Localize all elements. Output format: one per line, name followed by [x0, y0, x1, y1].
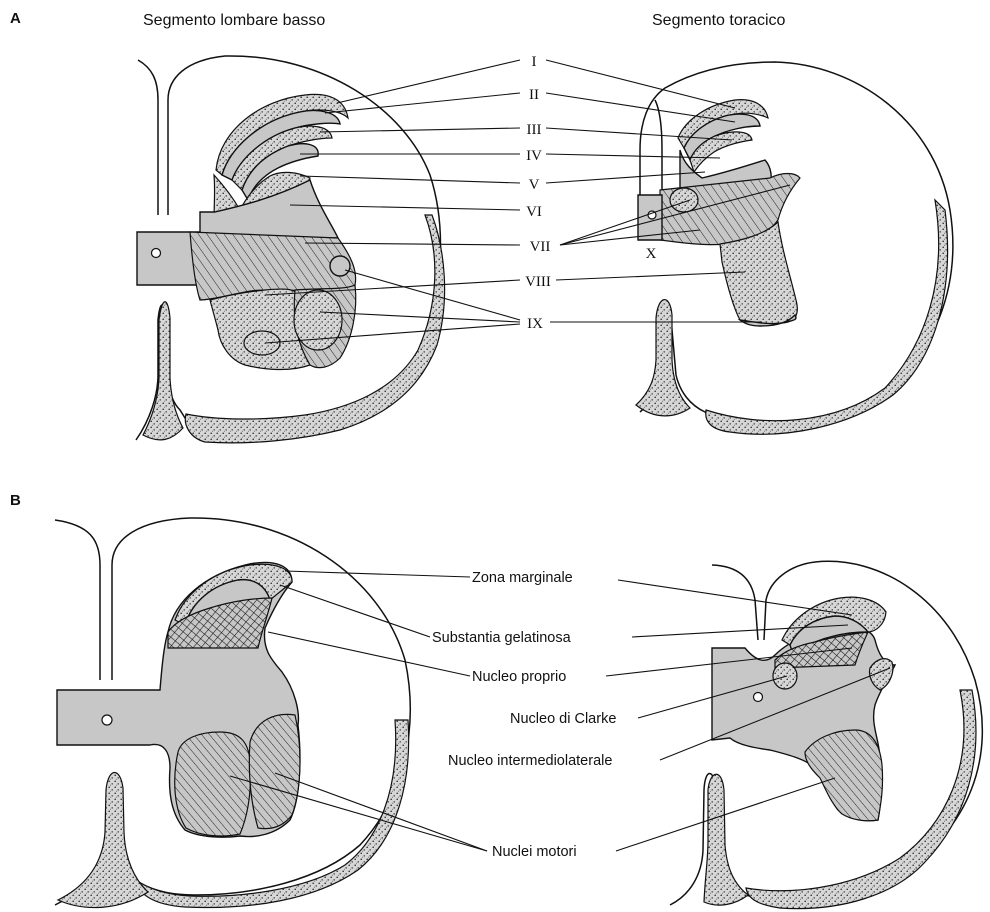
label-nucleo-di-clarke: Nucleo di Clarke	[510, 711, 616, 727]
lamina-label-IV: IV	[526, 148, 542, 164]
lamina-label-VIII: VIII	[525, 274, 551, 290]
lumbar-cord-section	[136, 56, 445, 443]
lamina-label-X: X	[646, 246, 657, 262]
lamina-label-VI: VI	[526, 204, 542, 220]
label-nucleo-intermediolaterale: Nucleo intermediolaterale	[448, 753, 612, 769]
lamina-label-V: V	[529, 177, 540, 193]
lamina-label-I: I	[532, 54, 537, 70]
label-substantia-gelatinosa: Substantia gelatinosa	[432, 630, 572, 646]
lumbar-cord-section-b	[55, 518, 410, 908]
lumbar-motor-nucleus-medial-b	[175, 732, 251, 836]
lumbar-lamina-IX-medial-pool	[294, 290, 342, 350]
lamina-label-VII: VII	[530, 239, 551, 255]
lamina-label-II: II	[529, 87, 539, 103]
thoracic-cord-section-b	[670, 561, 982, 908]
thoracic-cord-section	[636, 62, 953, 434]
lumbar-central-canal-b	[102, 715, 112, 725]
thoracic-clarke-column	[670, 188, 698, 212]
label-nucleo-proprio: Nucleo proprio	[472, 669, 566, 685]
thoracic-central-canal-b	[754, 693, 763, 702]
title-lower-lumbar-segment: Segmento lombare basso	[143, 12, 325, 29]
lumbar-lamina-IX-ventral-pool	[244, 331, 280, 355]
title-thoracic-segment: Segmento toracico	[652, 12, 786, 29]
lumbar-lamina-IX-lateral-pool	[330, 256, 350, 276]
lamina-label-IX: IX	[527, 316, 543, 332]
lumbar-motor-nucleus-lateral-b	[249, 714, 300, 828]
label-nuclei-motori: Nuclei motori	[492, 844, 577, 860]
panel-b-letter: B	[10, 492, 21, 509]
lamina-label-III: III	[527, 122, 542, 138]
panel-a-letter: A	[10, 10, 21, 27]
label-zona-marginale: Zona marginale	[472, 570, 573, 586]
lumbar-central-canal	[152, 249, 161, 258]
